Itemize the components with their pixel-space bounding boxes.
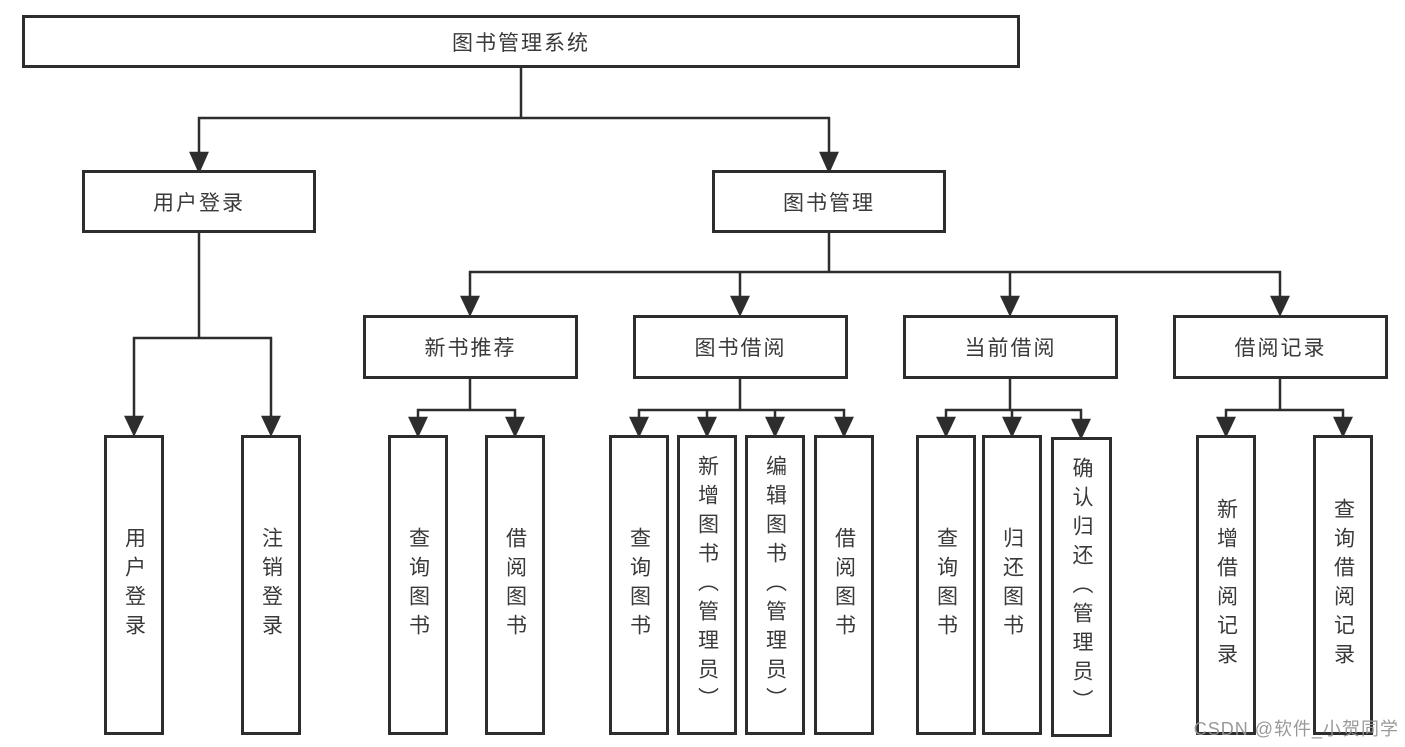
leaf-records-add: 新增借阅记录 xyxy=(1196,435,1256,735)
node-book-mgmt: 图书管理 xyxy=(712,170,946,233)
arrow-down-icon xyxy=(1071,418,1091,440)
arrow-down-icon xyxy=(834,416,854,438)
connector-book-borrow-to-leaves xyxy=(629,379,854,438)
arrow-down-icon xyxy=(261,415,281,437)
node-user-login: 用户登录 xyxy=(82,170,316,233)
arrow-down-icon xyxy=(124,415,144,437)
arrow-down-icon xyxy=(189,151,209,175)
connector-current-borrow-to-leaves xyxy=(936,379,1091,440)
node-current-borrow: 当前借阅 xyxy=(903,315,1118,379)
leaf-user-login: 用户登录 xyxy=(104,435,164,735)
node-new-book-rec: 新书推荐 xyxy=(363,315,578,379)
arrow-down-icon xyxy=(697,416,717,438)
leaf-current-query: 查询图书 xyxy=(916,435,976,735)
connector-new-book-to-leaves xyxy=(408,379,525,438)
leaf-borrow-edit: 编辑图书（管理员） xyxy=(745,435,805,735)
arrow-down-icon xyxy=(1000,295,1020,317)
arrow-down-icon xyxy=(629,416,649,438)
connector-user-login-to-leaves xyxy=(124,233,281,437)
connector-root-to-level2 xyxy=(189,68,839,175)
arrow-down-icon xyxy=(730,295,750,317)
arrow-down-icon xyxy=(936,416,956,438)
arrow-down-icon xyxy=(505,416,525,438)
arrow-down-icon xyxy=(819,151,839,175)
leaf-records-query: 查询借阅记录 xyxy=(1313,435,1373,735)
leaf-borrow-borrow: 借阅图书 xyxy=(814,435,874,735)
leaf-borrow-query: 查询图书 xyxy=(609,435,669,735)
leaf-current-confirm: 确认归还（管理员） xyxy=(1051,437,1112,737)
node-book-borrow: 图书借阅 xyxy=(633,315,848,379)
arrow-down-icon xyxy=(1216,416,1236,438)
node-borrow-records: 借阅记录 xyxy=(1173,315,1388,379)
leaf-borrow-add: 新增图书（管理员） xyxy=(677,435,737,735)
csdn-watermark: CSDN @软件_小贺同学 xyxy=(1193,719,1399,739)
arrow-down-icon xyxy=(1002,416,1022,438)
arrow-down-icon xyxy=(765,416,785,438)
arrow-down-icon xyxy=(408,416,428,438)
arrow-down-icon xyxy=(1333,416,1353,438)
leaf-newbook-borrow: 借阅图书 xyxy=(485,435,545,735)
leaf-current-return: 归还图书 xyxy=(982,435,1042,735)
arrow-down-icon xyxy=(1270,295,1290,317)
connector-borrow-records-to-leaves xyxy=(1216,379,1353,438)
leaf-newbook-query: 查询图书 xyxy=(388,435,448,735)
connector-book-mgmt-to-level3 xyxy=(460,233,1290,317)
node-root: 图书管理系统 xyxy=(22,15,1020,68)
leaf-logout: 注销登录 xyxy=(241,435,301,735)
arrow-down-icon xyxy=(460,295,480,317)
